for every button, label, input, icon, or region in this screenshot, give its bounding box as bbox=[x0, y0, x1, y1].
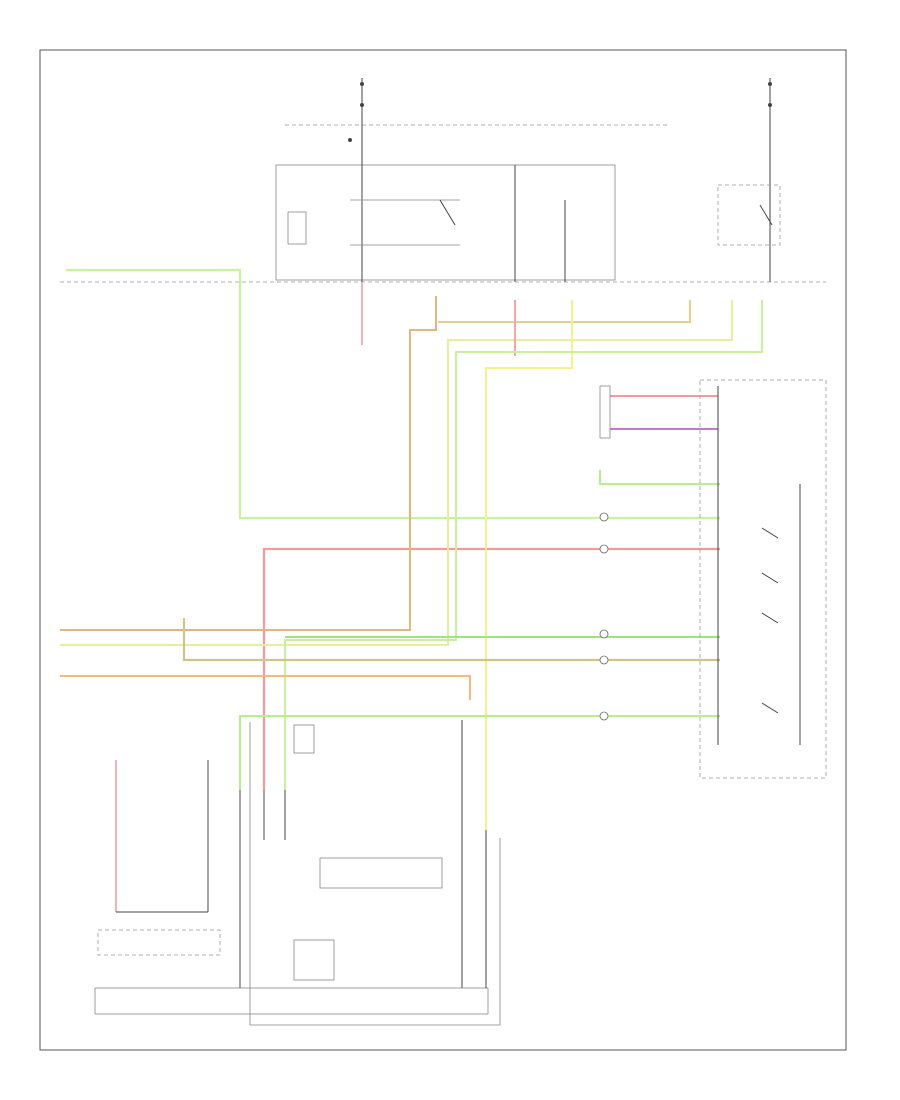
relay-switch-arm bbox=[439, 199, 456, 226]
wire-green-right bbox=[284, 300, 763, 790]
wire-tan bbox=[60, 296, 437, 631]
fuse-right-terminal bbox=[768, 82, 772, 86]
wire-yellow bbox=[485, 300, 573, 830]
wire-lt-green-2 bbox=[239, 715, 720, 790]
relay-right-box bbox=[717, 184, 781, 246]
module-sub-box bbox=[293, 939, 335, 981]
relay-coil-left bbox=[287, 211, 307, 245]
module-relay-box bbox=[293, 724, 315, 754]
horn-connector bbox=[599, 385, 611, 439]
main-ecu-box bbox=[94, 987, 489, 1015]
wire-green-horn bbox=[599, 470, 720, 485]
wire-green-left bbox=[66, 268, 720, 520]
switch-cancel bbox=[761, 702, 779, 714]
main-ecu-outline bbox=[249, 722, 501, 1026]
wire-yellow-green bbox=[60, 300, 733, 646]
page-border bbox=[39, 49, 847, 1051]
fuse-left-terminal bbox=[360, 82, 364, 86]
fuse-left-terminal-2 bbox=[360, 103, 364, 107]
wire-olive bbox=[182, 618, 720, 662]
fuse-right-terminal-2 bbox=[768, 103, 772, 107]
connector-column bbox=[599, 512, 609, 721]
module-connector-label bbox=[319, 857, 443, 889]
wire-orange bbox=[60, 675, 471, 700]
wire-red-main bbox=[262, 547, 720, 790]
relay-box bbox=[275, 164, 616, 281]
switch-main bbox=[761, 527, 779, 539]
junction-dot bbox=[348, 138, 352, 142]
switch-resume bbox=[761, 612, 779, 624]
module-left-box bbox=[97, 929, 221, 956]
cruise-switch-assembly bbox=[699, 379, 827, 779]
wire-tan-2 bbox=[438, 300, 691, 323]
relay-right-arm bbox=[759, 204, 773, 226]
switch-set bbox=[761, 572, 779, 584]
